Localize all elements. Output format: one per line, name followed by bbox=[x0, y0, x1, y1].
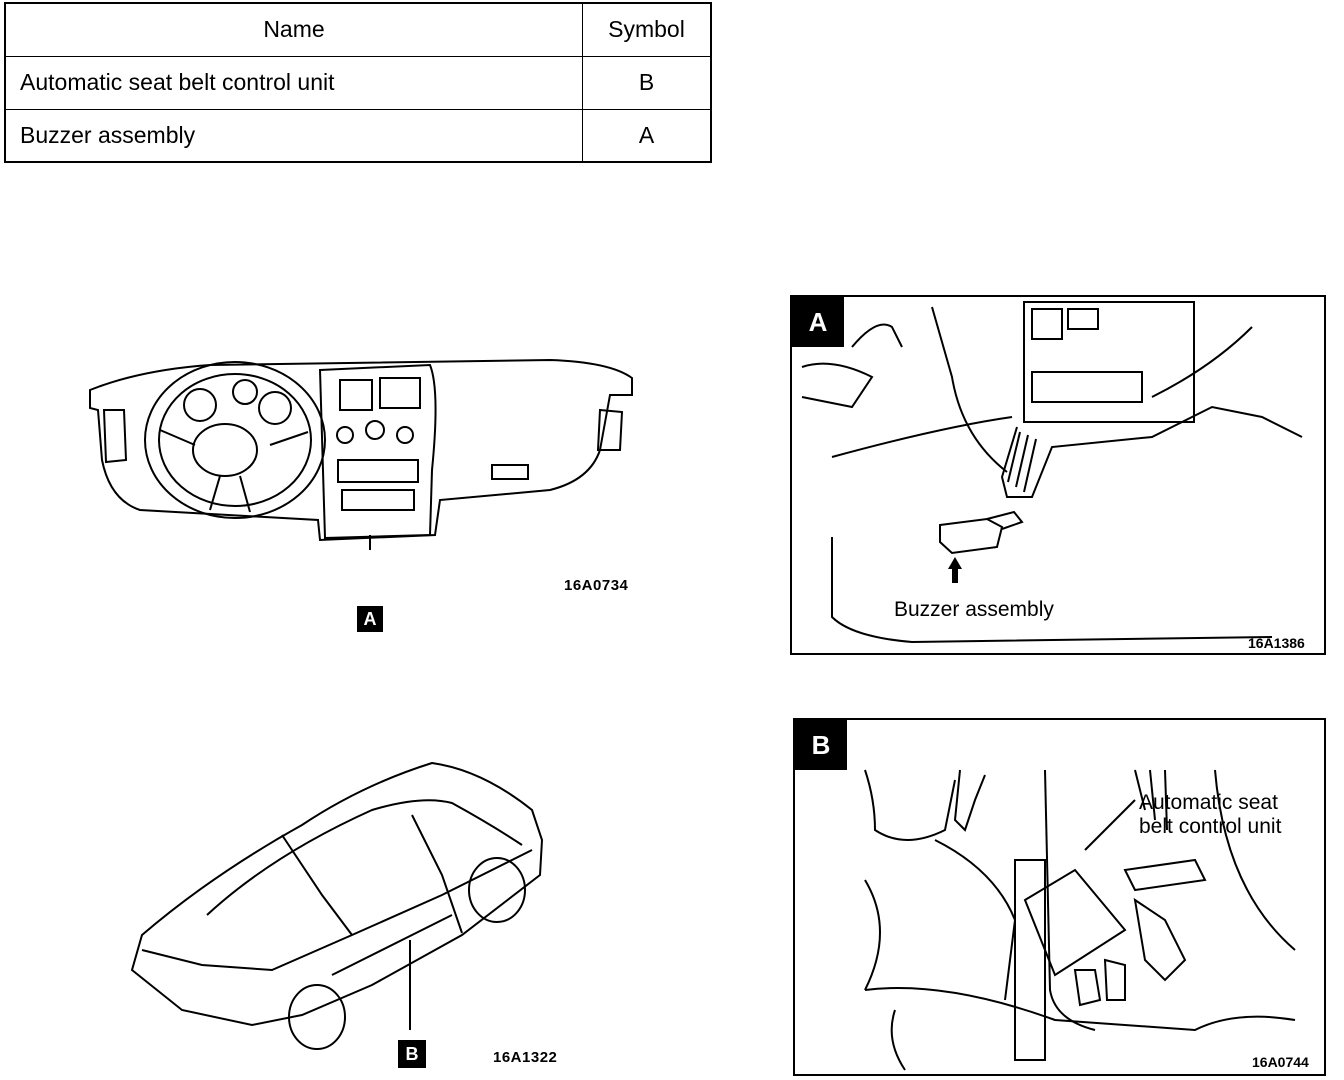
row-name: Buzzer assembly bbox=[4, 108, 583, 163]
detail-a-tag: A bbox=[792, 297, 844, 347]
row-name: Automatic seat belt control unit bbox=[4, 55, 583, 110]
table-header-row: Name Symbol bbox=[4, 2, 712, 57]
parts-table: Name Symbol Automatic seat belt control … bbox=[4, 2, 712, 163]
detail-panel-a: A Buzzer assembly 16A1386 bbox=[790, 295, 1326, 655]
detail-b-figure-code: 16A0744 bbox=[1252, 1054, 1309, 1070]
dashboard-figure-code: 16A0734 bbox=[564, 577, 629, 594]
table-row: Automatic seat belt control unit B bbox=[4, 55, 712, 110]
car-figure-code: 16A1322 bbox=[493, 1049, 558, 1066]
dashboard-tag-a: A bbox=[357, 606, 383, 632]
detail-a-drawing bbox=[801, 301, 1303, 644]
control-unit-label-line1: Automatic seat bbox=[1139, 791, 1278, 814]
buzzer-arrow-shaft bbox=[952, 567, 958, 583]
detail-b-tag: B bbox=[795, 720, 847, 770]
control-unit-label-line2: belt control unit bbox=[1139, 815, 1282, 838]
buzzer-assembly-label: Buzzer assembly bbox=[894, 598, 1054, 621]
dashboard-illustration bbox=[89, 358, 633, 550]
car-tag-b: B bbox=[398, 1040, 426, 1068]
row-symbol: A bbox=[582, 108, 712, 163]
row-symbol: B bbox=[582, 55, 712, 110]
detail-panel-b: B Automatic seat belt control unit 16A07… bbox=[793, 718, 1326, 1076]
header-name: Name bbox=[4, 2, 583, 57]
detail-a-figure-code: 16A1386 bbox=[1248, 635, 1305, 651]
header-symbol: Symbol bbox=[582, 2, 712, 57]
detail-b-drawing bbox=[864, 769, 1296, 1071]
buzzer-arrow-icon bbox=[948, 557, 962, 569]
table-row: Buzzer assembly A bbox=[4, 108, 712, 163]
car-illustration bbox=[130, 761, 544, 1050]
